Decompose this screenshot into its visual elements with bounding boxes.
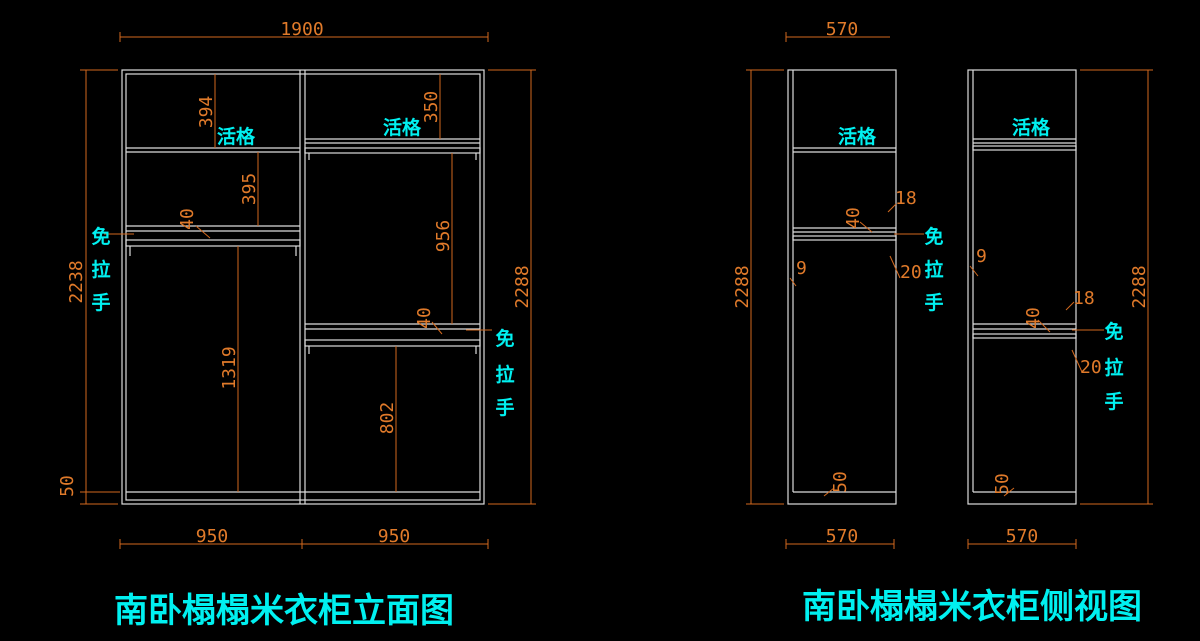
label-no-handle-1-char-1: 免	[91, 225, 110, 248]
side2-outer-frame	[967, 69, 1077, 505]
side1-leader-9	[789, 277, 797, 287]
side-view-2: 570 2288 9 18 40 20 50 活格 免 拉 手 南卧榻榻米衣柜侧…	[802, 69, 1153, 627]
front-right-upper-rail	[304, 147, 481, 154]
side1-dim-text-20: 20	[900, 262, 922, 283]
side2-leader-20	[1071, 349, 1083, 373]
dim-text-956: 956	[433, 220, 454, 253]
side2-label-no-handle-char-2: 拉	[1104, 356, 1123, 379]
side2-dim-text-40: 40	[1023, 307, 1044, 329]
side1-dim-text-570-bottom: 570	[826, 526, 859, 547]
label-shelf-front-right: 活格	[383, 116, 422, 139]
label-no-handle-2-char-1: 免	[495, 327, 514, 350]
dim-text-1900: 1900	[280, 19, 323, 40]
side1-outer-frame	[787, 69, 897, 505]
side2-upper-rail	[972, 145, 1077, 151]
label-shelf-front-left: 活格	[217, 125, 256, 148]
dim-text-350: 350	[421, 91, 442, 124]
label-no-handle-2-char-2: 拉	[495, 363, 514, 386]
dim-text-950-right: 950	[378, 526, 411, 547]
side2-dim-text-18: 18	[1073, 288, 1095, 309]
side2-lower-rail	[972, 333, 1077, 339]
dim-text-40-right: 40	[414, 307, 435, 329]
side2-dim-text-50: 50	[992, 473, 1013, 495]
side1-dim-text-570-top: 570	[826, 19, 859, 40]
dim-text-1319: 1319	[219, 346, 240, 389]
side1-dim-text-18: 18	[895, 188, 917, 209]
dim-leader-40-left	[195, 225, 211, 239]
side1-label-no-handle-char-3: 手	[924, 291, 943, 314]
dim-text-950-left: 950	[196, 526, 229, 547]
side2-dim-text-570-bottom: 570	[1006, 526, 1039, 547]
label-no-handle-1-char-3: 手	[91, 291, 110, 314]
side1-dim-text-9: 9	[796, 258, 807, 279]
dim-text-2238: 2238	[66, 260, 87, 303]
front-view-title: 南卧榻榻米衣柜立面图	[114, 591, 454, 631]
side1-dim-text-40: 40	[843, 207, 864, 229]
side2-leader-40	[1037, 319, 1051, 333]
front-left-hanging-rail	[125, 239, 301, 247]
side-view-title: 南卧榻榻米衣柜侧视图	[802, 587, 1142, 627]
front-inner-frame	[125, 73, 481, 501]
side1-dim-text-50: 50	[830, 471, 851, 493]
side1-leader-50	[823, 487, 835, 497]
side-view-1: 570 570 2288 18 40 20 9 50 活格 免 拉 手	[732, 19, 944, 549]
dim-text-2288-front: 2288	[512, 265, 533, 308]
side2-dim-text-9: 9	[976, 246, 987, 267]
side2-dim-text-20: 20	[1080, 357, 1102, 378]
side2-label-no-handle-char-3: 手	[1104, 390, 1123, 413]
label-no-handle-2-char-3: 手	[495, 396, 514, 419]
side2-label-shelf: 活格	[1012, 116, 1051, 139]
side2-leader-18	[1065, 301, 1075, 311]
side1-label-no-handle-char-2: 拉	[924, 258, 943, 281]
front-view: 1900 2238 50 2288 950 950 394 395 40 131…	[57, 19, 536, 631]
dim-text-802: 802	[377, 402, 398, 435]
side1-leader-18	[887, 203, 897, 213]
label-no-handle-1-char-2: 拉	[91, 258, 110, 281]
side2-dim-text-2288: 2288	[1129, 265, 1150, 308]
side2-leader-9	[969, 265, 979, 277]
side1-label-no-handle-char-1: 免	[924, 225, 943, 248]
dim-text-40-left: 40	[177, 208, 198, 230]
side1-leader-20	[889, 255, 901, 279]
side1-rail	[792, 235, 897, 241]
side1-label-shelf: 活格	[838, 125, 877, 148]
dim-text-395: 395	[239, 173, 260, 206]
side2-label-no-handle-char-1: 免	[1104, 320, 1123, 343]
dim-text-50-front: 50	[57, 475, 78, 497]
side1-dim-text-2288: 2288	[732, 265, 753, 308]
front-outer-frame	[121, 69, 485, 505]
front-right-lower-rail	[304, 339, 481, 347]
dim-leader-40-right	[431, 321, 443, 335]
dim-text-394: 394	[196, 96, 217, 129]
side1-leader-40	[859, 221, 873, 233]
side2-leader-50	[1003, 487, 1015, 497]
